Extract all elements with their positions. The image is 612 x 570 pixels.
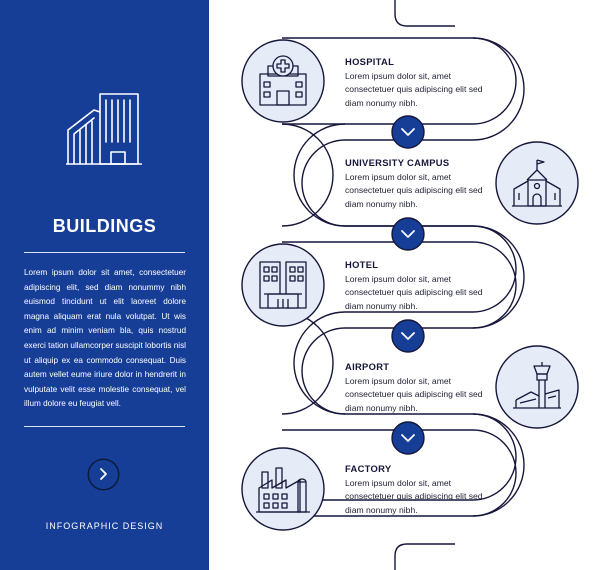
chevron-down-icon [401, 230, 415, 238]
connector-line [472, 241, 517, 329]
airport-icon-circle [495, 345, 579, 429]
connector-line [281, 311, 334, 415]
divider [24, 426, 185, 427]
chevron-down-icon [401, 128, 415, 136]
factory-icon [256, 467, 310, 513]
step-text-university: Lorem ipsum dolor sit, amet consectetuer… [345, 172, 483, 209]
step-title-airport: AIRPORT [345, 361, 390, 372]
sidebar-title: BUILDINGS [52, 216, 157, 236]
sidebar-body-text: Lorem ipsum dolor sit amet, consectetuer… [24, 268, 186, 409]
factory-icon-circle [241, 447, 325, 531]
step-connector [391, 421, 425, 455]
step-title-hospital: HOSPITAL [345, 56, 395, 67]
step-title-hotel: HOTEL [345, 259, 379, 270]
step-text-factory: Lorem ipsum dolor sit, amet consectetuer… [345, 478, 483, 515]
hotel-icon [259, 261, 307, 309]
step-text-airport: Lorem ipsum dolor sit, amet consectetuer… [345, 376, 483, 413]
connector-line [472, 225, 525, 329]
step-title-university: UNIVERSITY CAMPUS [345, 157, 450, 168]
step-connector [391, 319, 425, 353]
connector-line [472, 429, 517, 517]
connector-line [301, 139, 346, 227]
step-title-factory: FACTORY [345, 463, 392, 474]
step-text-hospital: Lorem ipsum dolor sit, amet consectetuer… [345, 71, 483, 108]
step-connector [391, 217, 425, 251]
hospital-icon [259, 55, 307, 106]
chevron-down-icon [401, 332, 415, 340]
chevron-right-icon [100, 468, 107, 480]
hotel-icon-circle [241, 243, 325, 327]
sidebar-footer: INFOGRAPHIC DESIGN [45, 521, 164, 531]
connector-line [394, 0, 455, 27]
step-connector [391, 115, 425, 149]
sidebar: BUILDINGS Lorem ipsum dolor sit amet, co… [0, 0, 209, 570]
connector-line [472, 413, 525, 517]
university-icon [512, 159, 562, 207]
connector-line [281, 123, 334, 227]
chevron-down-icon [401, 434, 415, 442]
next-button[interactable] [88, 459, 119, 490]
airport-icon [513, 362, 561, 409]
step-text-hotel: Lorem ipsum dolor sit, amet consectetuer… [345, 274, 483, 311]
connector-line [301, 327, 346, 415]
office-buildings-icon [66, 93, 142, 165]
hospital-icon-circle [241, 39, 325, 123]
connector-line [394, 543, 455, 570]
divider [24, 252, 185, 253]
connector-line [472, 37, 525, 141]
